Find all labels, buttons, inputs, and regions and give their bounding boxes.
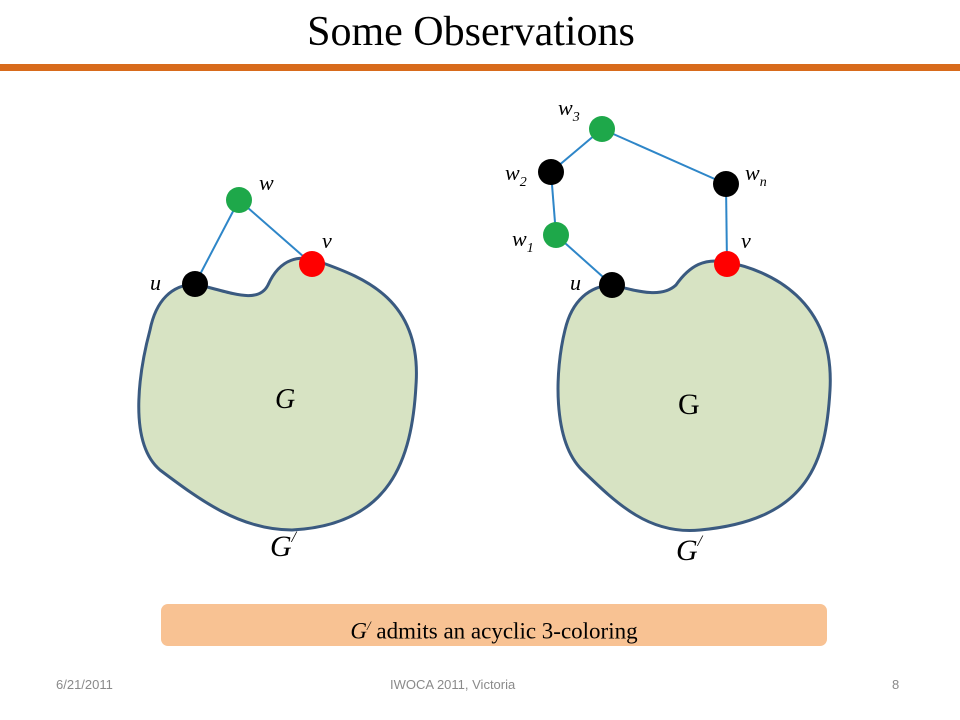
right-vertex-v	[714, 251, 740, 277]
left-label-u: u	[150, 270, 161, 295]
right-vertex-w2	[538, 159, 564, 185]
right-edge-w3-wn	[601, 128, 727, 185]
right-vertex-w1	[543, 222, 569, 248]
left-label-v: v	[322, 228, 332, 253]
right-label-w1: w1	[512, 226, 534, 256]
right-region	[556, 259, 832, 533]
left-graph-label: G/	[270, 529, 298, 563]
callout-box: G/ admits an acyclic 3-coloring	[161, 604, 827, 646]
right-vertex-u	[599, 272, 625, 298]
left-edge-w-v	[238, 199, 313, 265]
right-region-label: G	[678, 388, 700, 421]
right-vertex-w3	[589, 116, 615, 142]
left-region-label: G	[275, 384, 295, 415]
callout-prime: /	[367, 618, 371, 633]
footer-center: IWOCA 2011, Victoria	[390, 677, 516, 692]
left-region	[137, 256, 418, 532]
left-edge-u-w	[194, 199, 240, 285]
footer-page-number: 8	[892, 677, 900, 692]
slide-title: Some Observations	[307, 9, 635, 55]
right-label-w3: w3	[558, 95, 580, 125]
callout-g: G	[350, 618, 368, 644]
right-vertex-wn	[713, 171, 739, 197]
title-rule	[0, 64, 960, 71]
left-figure: w u v G G/	[137, 170, 418, 563]
right-figure: w3 w2 wn w1 u v G G/	[505, 95, 832, 567]
footer-date: 6/21/2011	[56, 677, 113, 692]
right-label-w2: w2	[505, 160, 527, 190]
callout-text: admits an acyclic 3-coloring	[370, 618, 638, 644]
left-label-w: w	[259, 170, 274, 195]
right-label-v: v	[741, 228, 751, 253]
left-vertex-w	[226, 187, 252, 213]
right-label-wn: wn	[745, 160, 767, 190]
right-edge-wn-v	[725, 183, 728, 265]
right-graph-label: G/	[676, 533, 704, 567]
right-label-u: u	[570, 270, 581, 295]
left-vertex-u	[182, 271, 208, 297]
left-vertex-v	[299, 251, 325, 277]
